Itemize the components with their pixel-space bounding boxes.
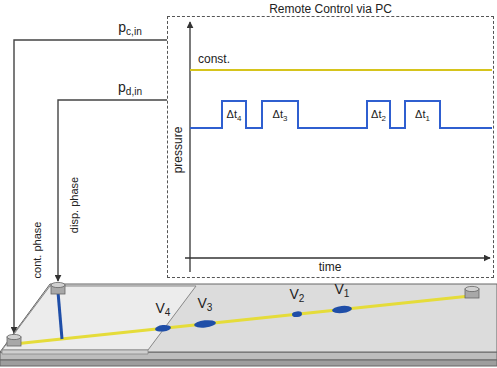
dispersed-channel — [58, 292, 62, 339]
subscript: 1 — [344, 288, 350, 299]
inlet-top — [7, 334, 21, 339]
droplet-volume: V3 — [198, 296, 213, 313]
constant-pressure-line — [190, 69, 492, 71]
time-axis — [185, 257, 490, 258]
outlet-top — [465, 286, 479, 291]
subscript: 2 — [299, 293, 305, 304]
droplet — [155, 324, 172, 332]
inlet-top — [51, 282, 65, 287]
phase-label: disp. phase — [68, 177, 80, 233]
chip-base-layer — [0, 360, 497, 366]
chip-lid — [2, 286, 196, 350]
constant-label: const. — [198, 53, 230, 66]
chip-lid-edge — [2, 350, 148, 354]
subscript: 3 — [283, 114, 287, 123]
pressure-signal-name: pd,in — [118, 80, 142, 97]
pulse-duration: Δt2 — [371, 108, 386, 123]
droplet-volume: V2 — [290, 287, 305, 304]
pressure-axis — [189, 22, 190, 272]
chip-top-face — [0, 284, 497, 352]
axis-label: pressure — [172, 127, 185, 174]
droplet-volume: V4 — [156, 301, 171, 318]
axis-label: time — [319, 261, 342, 274]
droplet — [332, 305, 353, 314]
subscript: 1 — [426, 114, 430, 123]
droplet-volume: V1 — [335, 282, 350, 299]
subscript: 4 — [237, 114, 241, 123]
dispersed-phase-wire — [58, 100, 167, 281]
droplet — [292, 311, 303, 318]
subscript: d,in — [126, 86, 142, 97]
phase-label: cont. phase — [31, 222, 43, 279]
pulse-duration: Δt3 — [273, 108, 288, 123]
subscript: 2 — [382, 114, 386, 123]
pressure-signal-name: pc,in — [118, 20, 141, 37]
droplet — [194, 319, 217, 328]
main-channel — [14, 296, 470, 344]
pulse-duration: Δt4 — [227, 108, 242, 123]
subscript: 4 — [165, 307, 171, 318]
subscript: 3 — [207, 302, 213, 313]
pulse-train — [190, 101, 492, 128]
subscript: c,in — [126, 26, 142, 37]
pulse-duration: Δt1 — [415, 108, 430, 123]
panel-title: Remote Control via PC — [269, 2, 392, 16]
